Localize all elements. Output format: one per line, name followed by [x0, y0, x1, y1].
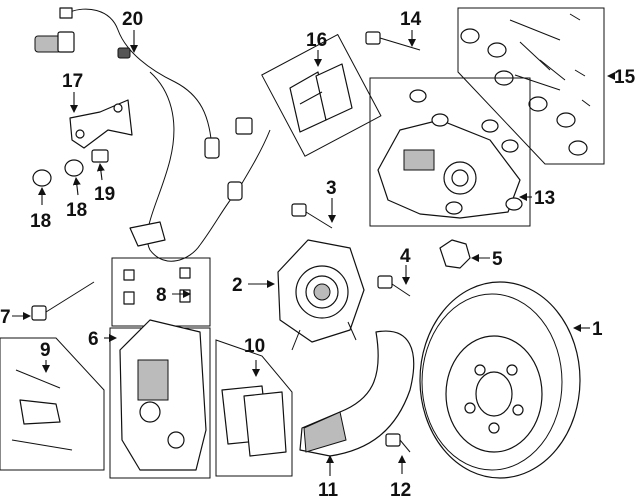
callout-19: 19 — [94, 184, 115, 205]
splash-shield-icon — [299, 330, 415, 457]
brake-rotor-icon — [419, 281, 581, 479]
callout-8: 8 — [156, 285, 167, 306]
callout-16: 16 — [306, 30, 327, 51]
bolt-icon — [385, 433, 411, 453]
slide-hardware-icon — [460, 13, 591, 156]
callout-20: 20 — [122, 9, 143, 30]
callout-18b: 18 — [66, 200, 87, 221]
bolt-icon — [377, 275, 411, 297]
callout-18a: 18 — [30, 211, 51, 232]
callout-12: 12 — [390, 480, 411, 501]
callout-15: 15 — [614, 67, 636, 88]
wheel-hub-icon — [277, 239, 365, 351]
brake-caliper-icon — [377, 89, 523, 219]
callout-3: 3 — [326, 178, 337, 199]
retaining-clip-icon — [64, 159, 84, 177]
callout-6: 6 — [88, 329, 99, 350]
callout-5: 5 — [492, 249, 503, 270]
pad-clip-icon — [11, 369, 73, 451]
brake-pad-icon — [221, 385, 287, 457]
callout-1: 1 — [592, 319, 603, 340]
abs-sensor-wire-icon — [34, 7, 271, 262]
brake-caliper-icon — [119, 319, 207, 471]
brake-pad-icon — [289, 63, 353, 133]
retaining-clip-icon — [32, 169, 52, 187]
kit-box-15 — [457, 7, 605, 165]
sensor-bolt-icon — [91, 149, 109, 163]
kit-box-9 — [0, 337, 105, 471]
kit-box-16 — [261, 33, 382, 157]
callout-9: 9 — [40, 340, 51, 361]
wire-bracket-icon — [69, 99, 133, 149]
callout-13: 13 — [534, 188, 555, 209]
kit-box-10 — [215, 339, 293, 477]
callout-10: 10 — [244, 336, 265, 357]
bolt-icon — [291, 203, 333, 229]
kit-box-13 — [369, 77, 531, 227]
callout-7: 7 — [0, 307, 11, 328]
callout-2: 2 — [232, 275, 243, 296]
hub-nut-icon — [439, 239, 471, 269]
caliper-bolt-icon — [365, 31, 421, 51]
callout-17: 17 — [62, 71, 83, 92]
long-bolt-icon — [31, 281, 95, 321]
callout-4: 4 — [400, 246, 411, 267]
callout-11: 11 — [318, 480, 339, 501]
callout-14: 14 — [400, 9, 422, 30]
